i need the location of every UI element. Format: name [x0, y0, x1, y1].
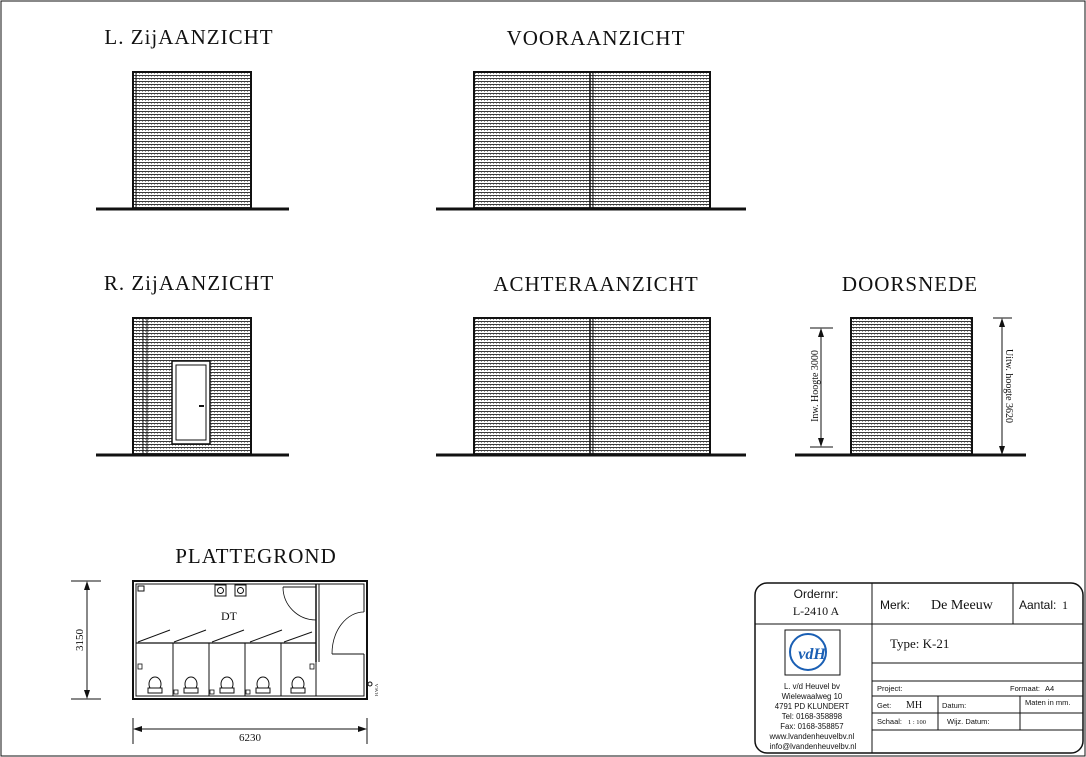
- right-side-view-title: R. ZijAANZICHT: [104, 271, 274, 295]
- toilet: [147, 676, 163, 694]
- inner-height-dim: Inw. Hoogte 3000: [810, 350, 821, 422]
- left-side-view: L. ZijAANZICHT: [96, 25, 289, 211]
- toilet: [255, 676, 271, 694]
- front-view: VOORAANZICHT: [436, 26, 746, 211]
- front-view-title: VOORAANZICHT: [507, 26, 686, 50]
- order-value: L-2410 A: [793, 604, 840, 618]
- rear-view-title: ACHTERAANZICHT: [493, 272, 698, 296]
- brand-value: De Meeuw: [931, 598, 994, 613]
- washbasin: [234, 584, 247, 597]
- title-block: Ordernr: L-2410 A Merk: De Meeuw Aantal:…: [754, 582, 1084, 754]
- width-dim: 6230: [239, 732, 262, 744]
- units-note: Maten in mm.: [1025, 698, 1070, 707]
- scale-label: Schaal:: [877, 717, 902, 726]
- floorplan-title: PLATTEGROND: [175, 544, 337, 568]
- company-phone: Tel: 0168-358898: [782, 712, 842, 721]
- depth-dim: 3150: [74, 629, 86, 652]
- format-value: A4: [1045, 684, 1054, 693]
- outer-height-dim: Uitw. hoogte 3620: [1003, 349, 1014, 423]
- project-label: Project:: [877, 684, 902, 693]
- left-side-view-title: L. ZijAANZICHT: [104, 25, 273, 49]
- company-email[interactable]: info@lvandenheuvelbv.nl: [770, 742, 857, 751]
- drawn-value: MH: [906, 700, 922, 711]
- room-label: DT: [221, 609, 238, 623]
- date-label: Datum:: [942, 701, 966, 710]
- scale-value: 1 : 100: [908, 719, 926, 726]
- company-name: L. v/d Heuvel bv: [784, 682, 840, 691]
- company-street: Wielewaalweg 10: [782, 692, 843, 701]
- count-value: 1: [1062, 598, 1068, 612]
- right-side-view: R. ZijAANZICHT: [96, 271, 289, 457]
- company-fax: Fax: 0168-358857: [780, 722, 843, 731]
- svg-text:L. v/d Heuvel bv Wielewa: L. v/d Heuvel bv Wielewaalweg 10 4791 PD…: [769, 682, 857, 751]
- brand-label: Merk:: [880, 598, 910, 612]
- toilet: [219, 676, 235, 694]
- toilet: [183, 676, 199, 694]
- count-label: Aantal:: [1019, 598, 1056, 612]
- company-website[interactable]: www.lvandenheuvelbv.nl: [769, 732, 855, 741]
- logo-text: vdH: [798, 646, 826, 663]
- type-text: Type: K-21: [890, 636, 949, 651]
- floorplan-view: PLATTEGROND DT: [71, 544, 379, 744]
- drain-tag: H.W.A: [374, 683, 379, 696]
- section-view: DOORSNEDE Inw. Hoogte 3000 Uitw. hoogte …: [795, 272, 1026, 457]
- drawn-label: Get:: [877, 701, 891, 710]
- washbasin: [214, 584, 227, 597]
- company-logo: vdH: [784, 629, 841, 676]
- rear-view: ACHTERAANZICHT: [436, 272, 746, 457]
- company-city: 4791 PD KLUNDERT: [775, 702, 850, 711]
- door-handle: [199, 405, 204, 407]
- section-view-title: DOORSNEDE: [842, 272, 978, 296]
- revision-label: Wijz. Datum:: [947, 717, 990, 726]
- order-label: Ordernr:: [794, 587, 839, 601]
- format-label: Formaat:: [1010, 684, 1040, 693]
- toilet: [290, 676, 306, 694]
